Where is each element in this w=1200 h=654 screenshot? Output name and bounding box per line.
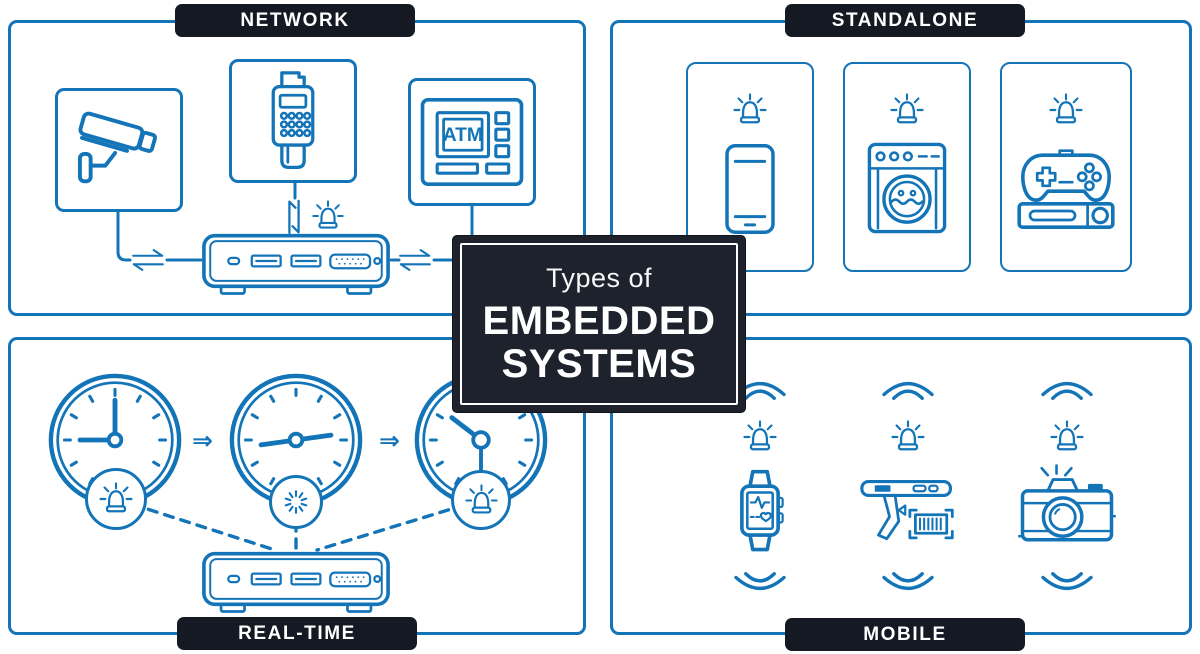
signal-waves-down-icon (1041, 572, 1093, 591)
clock-sweep-hand-icon (228, 372, 364, 508)
title-kicker: Types of (545, 263, 653, 294)
atm-screen-text: ATM (443, 125, 483, 146)
network-label: NETWORK (175, 4, 415, 37)
standalone-label-text: STANDALONE (831, 10, 979, 31)
clock-step-arrow: ⇒ (379, 426, 400, 455)
barcode-scanner-icon (860, 476, 956, 548)
clock-processing-bubble (269, 475, 323, 529)
signal-waves-up-icon (882, 381, 934, 400)
clock-alarm-bubble (451, 470, 511, 530)
processing-icon (280, 486, 312, 518)
smartwatch-icon (731, 468, 789, 555)
signal-waves-up-icon (1041, 381, 1093, 400)
mobile-label-text: MOBILE (863, 624, 947, 645)
standalone-label: STANDALONE (785, 4, 1025, 37)
pos-terminal-box (229, 59, 357, 183)
network-label-text: NETWORK (240, 10, 350, 31)
digital-camera-icon (1018, 463, 1116, 545)
mobile-label: MOBILE (785, 618, 1025, 651)
smartphone-box (686, 62, 814, 272)
alarm-light-icon (889, 92, 925, 128)
title-panel: Types of EMBEDDED SYSTEMS (453, 236, 745, 412)
alarm-light-icon (890, 419, 926, 455)
transfer-arrows-vertical-icon (281, 196, 307, 238)
atm-icon: ATM (420, 98, 524, 186)
atm-box: ATM (408, 78, 536, 206)
smartphone-icon (722, 143, 778, 235)
title-line-2: SYSTEMS (501, 341, 697, 386)
clock-step-arrow: ⇒ (192, 426, 213, 455)
signal-waves-down-icon (734, 572, 786, 591)
alarm-light-icon (98, 481, 134, 517)
game-console-icon (1012, 146, 1120, 231)
embedded-hub-icon (201, 551, 391, 616)
alarm-light-icon (1048, 92, 1084, 128)
clock-nine-oclock-icon (47, 372, 183, 508)
transfer-arrows-left-icon (131, 247, 165, 273)
title-line-1: EMBEDDED (482, 299, 716, 344)
embedded-hub-icon (201, 233, 391, 298)
signal-waves-down-icon (882, 572, 934, 591)
washing-machine-icon (866, 141, 948, 235)
alarm-light-icon (1049, 419, 1085, 455)
cctv-camera-box (55, 88, 183, 212)
pos-terminal-icon (254, 66, 332, 176)
alarm-light-icon (311, 199, 345, 233)
alarm-light-icon (732, 92, 768, 128)
cctv-camera-icon (76, 110, 159, 184)
alarm-light-icon (742, 419, 778, 455)
title-panel-inner-border: Types of EMBEDDED SYSTEMS (460, 243, 738, 405)
transfer-arrows-right-icon (398, 247, 432, 273)
washing-machine-box (843, 62, 971, 272)
realtime-label-text: REAL-TIME (238, 623, 356, 644)
clock-alarm-bubble (85, 468, 147, 530)
game-console-box (1000, 62, 1132, 272)
realtime-label: REAL-TIME (177, 617, 417, 650)
alarm-light-icon (464, 483, 499, 518)
